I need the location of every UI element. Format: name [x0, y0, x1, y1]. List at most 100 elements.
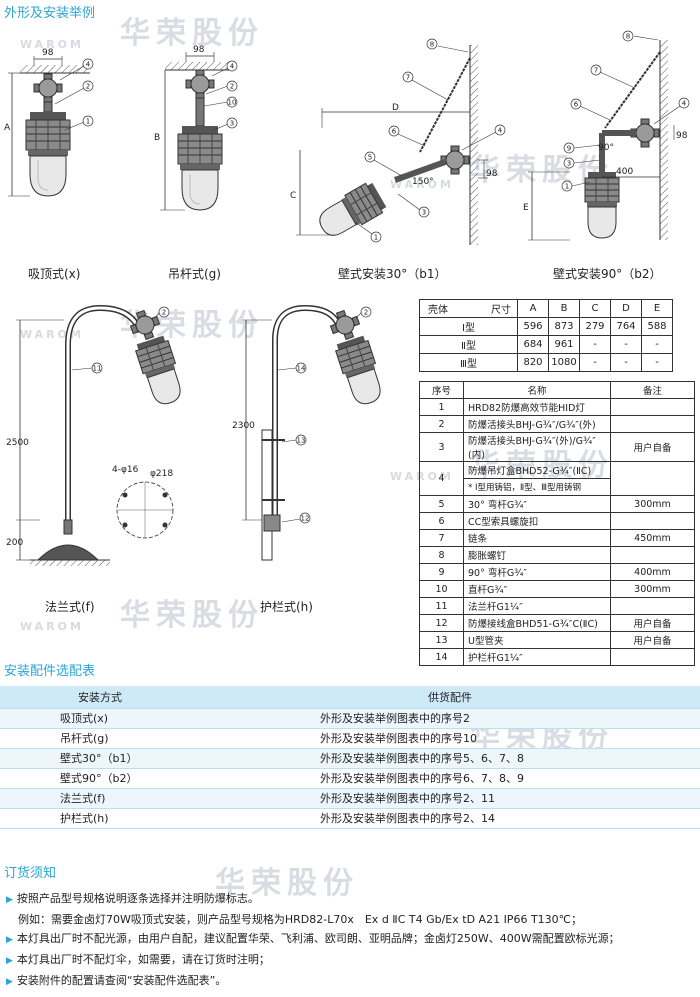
corner-top: 尺寸 — [491, 305, 511, 316]
dim-label: 200 — [6, 538, 23, 548]
row-header: Ⅲ型 — [419, 353, 518, 372]
cell: - — [610, 335, 642, 354]
cell-no: 4 — [419, 461, 464, 496]
note-item: ▶按照产品型号规格说明逐条选择并注明防爆标志。 — [6, 889, 620, 910]
cell-name: 30° 弯杆G¾″ — [463, 495, 611, 513]
svg-text:1: 1 — [86, 118, 90, 126]
cell-method: 壁式90°（b2） — [0, 768, 200, 789]
caption-wall30: 壁式安装30°（b1） — [338, 267, 447, 281]
dim-label: C — [290, 191, 296, 201]
cell: - — [610, 353, 642, 372]
section-title-drawings: 外形及安装举例 — [4, 6, 96, 21]
svg-text:4: 4 — [230, 63, 235, 71]
svg-text:4: 4 — [86, 61, 91, 69]
cell-remark — [610, 415, 695, 433]
cell-method: 护栏式(h) — [0, 808, 200, 829]
svg-text:1: 1 — [565, 183, 569, 191]
note-item: 例如：需要金卤灯70W吸顶式安装，则产品型号规格为HRD82-L70x Ex d… — [6, 910, 620, 929]
caption-wall90: 壁式安装90°（b2） — [553, 267, 662, 281]
dim-label: 4-φ16 — [112, 465, 139, 475]
cell-name: HRD82防爆高效节能HID灯 — [463, 398, 611, 416]
cell: - — [641, 335, 673, 354]
table-row: Ⅰ型 596 873 279 764 588 — [419, 317, 673, 336]
drawing-flange-mount — [16, 304, 188, 566]
cell: 820 — [517, 353, 549, 372]
cell-parts: 外形及安装举例图表中的序号2、14 — [200, 808, 700, 829]
cell-name: 链条 — [463, 529, 611, 547]
table-row: Ⅲ型 820 1080 - - - — [419, 353, 673, 372]
cell-remark: 300mm — [610, 495, 695, 513]
section-title-accessories: 安装配件选配表 — [4, 664, 96, 679]
cell-parts: 外形及安装举例图表中的序号6、7、8、9 — [200, 768, 700, 789]
cell-remark — [610, 512, 695, 530]
dim-label: 400 — [616, 167, 633, 177]
section-title-ordering: 订货须知 — [4, 866, 57, 881]
cell-remark: 400mm — [610, 563, 695, 581]
column-header: B — [548, 299, 580, 318]
note-item: ▶本灯具出厂时不配光源，由用户自配，建议配置华荣、飞利浦、欧司朗、亚明品牌；金卤… — [6, 929, 620, 950]
column-header: 供货配件 — [200, 686, 700, 709]
cell-no: 14 — [419, 648, 464, 666]
svg-text:3: 3 — [230, 120, 234, 128]
accessories-table: 安装方式 供货配件 吸顶式(x)外形及安装举例图表中的序号2 吊杆式(g)外形及… — [0, 686, 700, 829]
table-row: 吊杆式(g)外形及安装举例图表中的序号10 — [0, 728, 700, 749]
svg-text:12: 12 — [301, 515, 310, 523]
watermark: 华荣股份 — [215, 866, 359, 901]
dim-label: 98 — [193, 45, 205, 55]
column-header: 安装方式 — [0, 686, 200, 709]
svg-text:6: 6 — [574, 101, 579, 109]
caption-flange: 法兰式(f) — [45, 600, 95, 614]
svg-text:5: 5 — [368, 154, 372, 162]
cell: 873 — [548, 317, 580, 336]
svg-text:2: 2 — [364, 309, 368, 317]
dim-label: 2500 — [6, 438, 29, 448]
cell-name-note: * Ⅰ型用铸铝，Ⅱ型、Ⅲ型用铸钢 — [463, 478, 611, 496]
bullet-triangle-icon: ▶ — [6, 895, 13, 905]
row-header: Ⅰ型 — [419, 317, 518, 336]
row-header: Ⅱ型 — [419, 335, 518, 354]
cell: 596 — [517, 317, 549, 336]
dim-label: 98 — [676, 131, 688, 141]
svg-text:2: 2 — [230, 83, 234, 91]
corner-bottom: 壳体 — [428, 305, 448, 316]
cell-name: 法兰杆G1¼″ — [463, 597, 611, 615]
dim-label: B — [154, 133, 160, 143]
table-row: Ⅱ型 684 961 - - - — [419, 335, 673, 354]
cell-no: 11 — [419, 597, 464, 615]
cell-remark: 用户自备 — [610, 614, 695, 632]
cell-no: 7 — [419, 529, 464, 547]
dim-label: 2300 — [232, 421, 255, 431]
cell-no: 6 — [419, 512, 464, 530]
cell-name: CC型索具螺旋扣 — [463, 512, 611, 530]
cell-name: U型管夹 — [463, 631, 611, 649]
svg-text:3: 3 — [567, 160, 571, 168]
cell-remark: 300mm — [610, 580, 695, 598]
column-header: A — [517, 299, 549, 318]
drawing-wall-30-mount — [296, 38, 506, 245]
cell-name: 90° 弯杆G¾″ — [463, 563, 611, 581]
note-text: 例如：需要金卤灯70W吸顶式安装，则产品型号规格为HRD82-L70x Ex d… — [18, 913, 583, 926]
cell-no: 5 — [419, 495, 464, 513]
column-header: D — [610, 299, 642, 318]
cell-parts: 外形及安装举例图表中的序号2、11 — [200, 788, 700, 809]
cell: 588 — [641, 317, 673, 336]
cell-no: 1 — [419, 398, 464, 416]
svg-text:7: 7 — [594, 67, 598, 75]
note-item: ▶本灯具出厂时不配灯伞，如需要，请在订货时注明； — [6, 950, 620, 971]
cell-parts: 外形及安装举例图表中的序号10 — [200, 728, 700, 749]
table-row: 壁式90°（b2）外形及安装举例图表中的序号6、7、8、9 — [0, 768, 700, 789]
watermark-sub: WAROM — [20, 38, 84, 51]
bullet-triangle-icon: ▶ — [6, 977, 13, 987]
cell: - — [579, 335, 611, 354]
cell-remark — [610, 597, 695, 615]
svg-text:10: 10 — [228, 99, 237, 107]
cell-remark — [610, 546, 695, 564]
cell-parts: 外形及安装举例图表中的序号2 — [200, 708, 700, 729]
drawing-pendant-mount — [160, 52, 238, 211]
installation-drawings: 98 A 98 B D C 150° 98 E 90° 400 98 2500 … — [4, 30, 690, 566]
cell-method: 吸顶式(x) — [0, 708, 200, 729]
